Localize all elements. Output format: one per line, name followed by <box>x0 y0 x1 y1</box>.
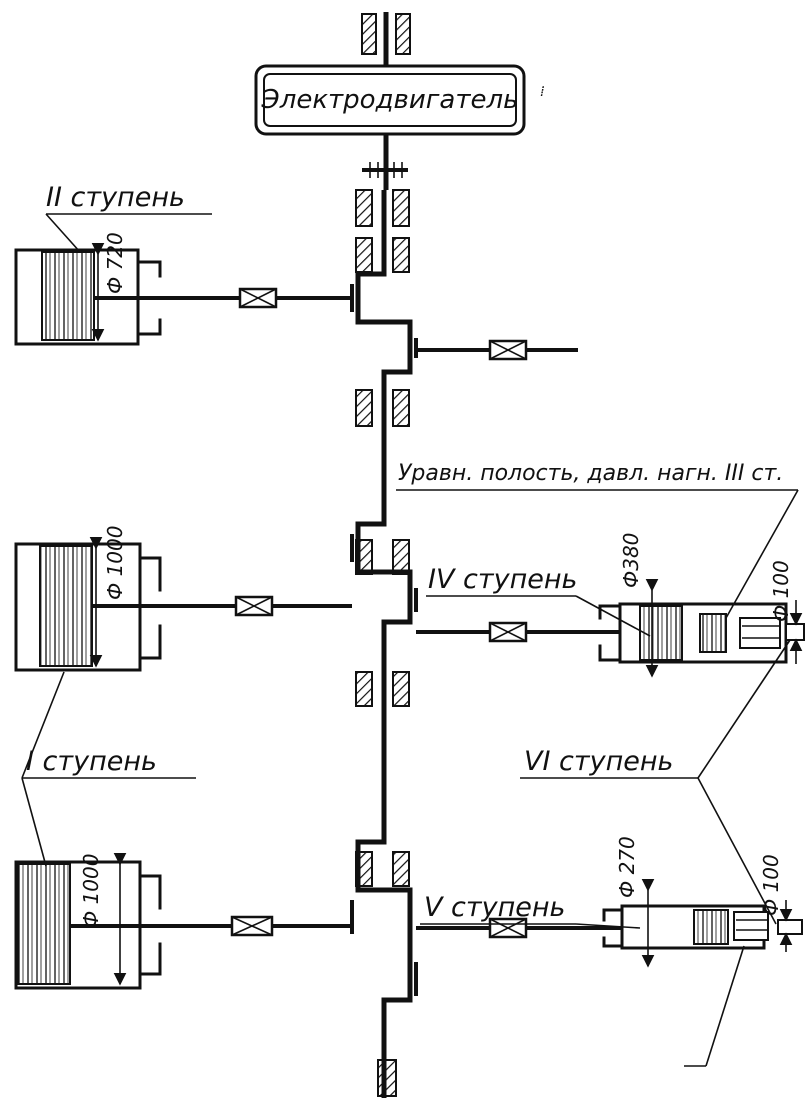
stage-4-cylinder <box>598 578 805 678</box>
stage-6-label: VI ступень <box>524 746 673 777</box>
stage-1-cylinder-lower: Ф 1000 <box>14 852 232 990</box>
stage-4-label: IV ступень <box>428 564 577 595</box>
stage-4-dia: Ф380 <box>619 533 643 588</box>
stage-5-label: V ступень <box>424 892 565 923</box>
motor-coupling <box>362 162 408 178</box>
stage-2-dia: Ф 720 <box>103 232 127 294</box>
crankshaft <box>355 190 413 1098</box>
stage-5-cylinder <box>602 878 803 968</box>
crank-pins <box>350 284 418 996</box>
motor-housing: Электродвигатель <box>254 64 526 136</box>
stage-1-label: I ступень <box>26 746 157 777</box>
stage-2-cylinder: Ф 720 <box>14 232 240 346</box>
stray-mark: ⁞ <box>540 84 545 100</box>
stage-4-dia-small: Ф 100 <box>769 560 793 622</box>
stage-2-label: II ступень <box>46 182 185 213</box>
stage-1-dia-bottom: Ф 1000 <box>79 854 103 928</box>
motor-label: Электродвигатель <box>261 85 519 115</box>
stage-1-dia-top: Ф 1000 <box>103 526 127 600</box>
stage-1-cylinder-upper: Ф 1000 <box>14 526 236 672</box>
stage-5-dia-small: Ф 100 <box>759 854 783 916</box>
motor-bearing-top <box>361 13 411 55</box>
main-bearings <box>355 189 410 1097</box>
equalizing-note: Уравн. полость, давл. нагн. III ст. <box>398 461 783 486</box>
stage-5-dia: Ф 270 <box>615 836 639 898</box>
